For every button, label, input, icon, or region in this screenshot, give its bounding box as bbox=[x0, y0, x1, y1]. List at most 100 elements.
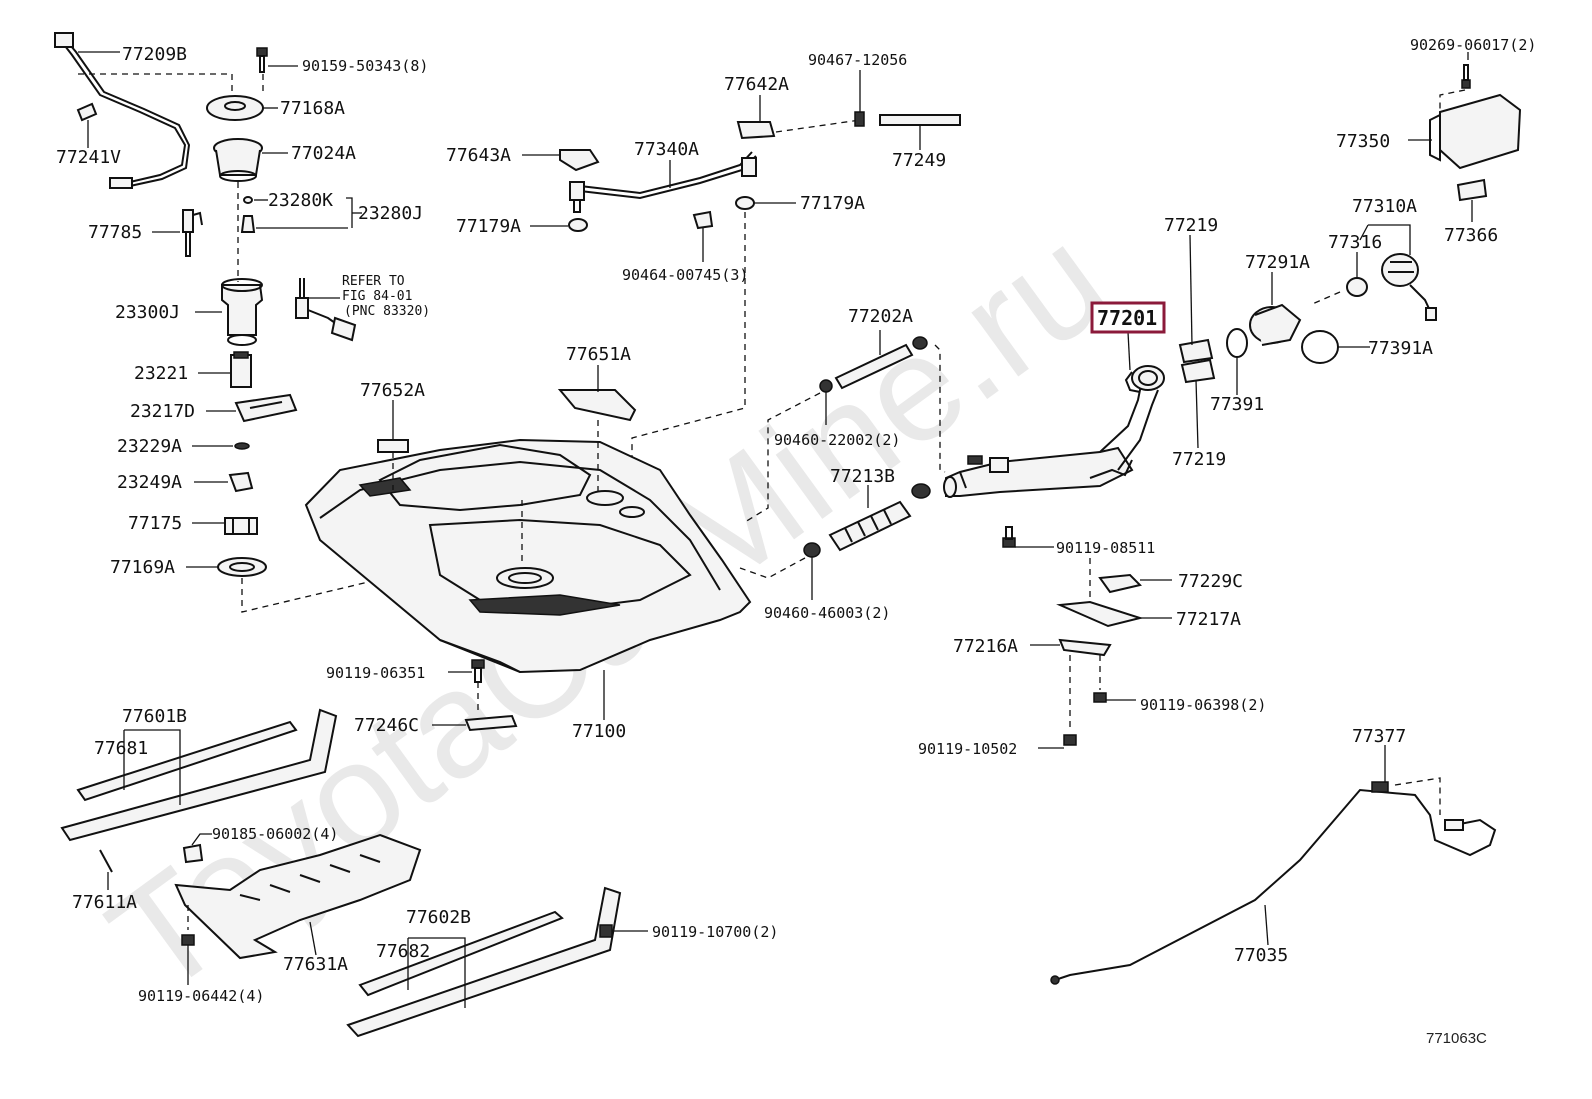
label-77681[interactable]: 77681 bbox=[94, 738, 148, 759]
bolt-90119-06398 bbox=[1093, 692, 1107, 703]
label-77219-top[interactable]: 77219 bbox=[1164, 215, 1218, 236]
label-77601B[interactable]: 77601B bbox=[122, 706, 187, 727]
label-23300J[interactable]: 23300J bbox=[115, 302, 180, 323]
label-77201[interactable]: 77201 bbox=[1097, 306, 1157, 330]
label-77229C[interactable]: 77229C bbox=[1178, 571, 1243, 592]
hose-77249 bbox=[879, 114, 961, 126]
label-77366[interactable]: 77366 bbox=[1444, 225, 1498, 246]
vent-valve-77643A bbox=[559, 149, 600, 172]
label-77175[interactable]: 77175 bbox=[128, 513, 182, 534]
retainer-77175 bbox=[224, 517, 258, 535]
filler-neck-77291A bbox=[1249, 303, 1302, 346]
screw-90159 bbox=[256, 47, 268, 73]
label-77316[interactable]: 77316 bbox=[1328, 232, 1382, 253]
pin-77611A bbox=[99, 849, 113, 873]
bracket-77217A bbox=[1056, 600, 1144, 628]
label-77169A[interactable]: 77169A bbox=[110, 557, 175, 578]
grommet-77179A-left bbox=[568, 218, 588, 232]
label-77631A[interactable]: 77631A bbox=[283, 954, 348, 975]
label-23249A[interactable]: 23249A bbox=[117, 472, 182, 493]
label-90460-22002[interactable]: 90460-22002(2) bbox=[774, 431, 900, 449]
clamp-90460-22002 bbox=[819, 379, 833, 393]
label-90119-06398[interactable]: 90119-06398(2) bbox=[1140, 696, 1266, 714]
label-77179A-left[interactable]: 77179A bbox=[456, 216, 521, 237]
o-ring-23280K bbox=[243, 196, 253, 204]
label-90119-10700[interactable]: 90119-10700(2) bbox=[652, 923, 778, 941]
bracket-77229C bbox=[1098, 573, 1142, 594]
label-77179A-right[interactable]: 77179A bbox=[800, 193, 865, 214]
clamp-77246C bbox=[464, 714, 518, 732]
retainer-23229A bbox=[234, 442, 250, 450]
label-90119-06442[interactable]: 90119-06442(4) bbox=[138, 987, 264, 1005]
fuel-tank-77100 bbox=[304, 438, 752, 674]
label-77350[interactable]: 77350 bbox=[1336, 131, 1390, 152]
clip-90185 bbox=[182, 843, 204, 864]
label-77219-bottom[interactable]: 77219 bbox=[1172, 449, 1226, 470]
label-23280J[interactable]: 23280J bbox=[358, 203, 423, 224]
label-77216A[interactable]: 77216A bbox=[953, 636, 1018, 657]
label-77168A[interactable]: 77168A bbox=[280, 98, 345, 119]
label-77100[interactable]: 77100 bbox=[572, 721, 626, 742]
label-90119-08511[interactable]: 90119-08511 bbox=[1056, 539, 1155, 557]
clamp-90464 bbox=[692, 210, 714, 230]
label-90119-06351[interactable]: 90119-06351 bbox=[326, 664, 425, 682]
label-23217D[interactable]: 23217D bbox=[130, 401, 195, 422]
label-90464-00745[interactable]: 90464-00745(3) bbox=[622, 266, 748, 284]
label-90460-46003[interactable]: 90460-46003(2) bbox=[764, 604, 890, 622]
bolt-90119-10502 bbox=[1063, 734, 1077, 746]
label-77602B[interactable]: 77602B bbox=[406, 907, 471, 928]
bolt-90119-08511 bbox=[1002, 526, 1016, 548]
valve-body-right bbox=[741, 157, 757, 177]
label-77391[interactable]: 77391 bbox=[1210, 394, 1264, 415]
highlight-box-77201[interactable] bbox=[1090, 301, 1166, 334]
valve-body-left bbox=[569, 181, 585, 213]
label-90159-50343[interactable]: 90159-50343(8) bbox=[302, 57, 428, 75]
label-23221[interactable]: 23221 bbox=[134, 363, 188, 384]
bolt-90119-10700 bbox=[599, 924, 613, 938]
label-77682[interactable]: 77682 bbox=[376, 941, 430, 962]
label-77785[interactable]: 77785 bbox=[88, 222, 142, 243]
grommet-77219-b bbox=[1180, 358, 1216, 384]
refer-note-line2: FIG 84-01 bbox=[342, 289, 412, 304]
fuel-pump-23221 bbox=[230, 351, 252, 388]
clamp-upper-filler bbox=[911, 483, 931, 499]
clip-77241V bbox=[76, 102, 98, 122]
label-77651A[interactable]: 77651A bbox=[566, 344, 631, 365]
label-77643A[interactable]: 77643A bbox=[446, 145, 511, 166]
label-77340A[interactable]: 77340A bbox=[634, 139, 699, 160]
label-77642A[interactable]: 77642A bbox=[724, 74, 789, 95]
label-77611A[interactable]: 77611A bbox=[72, 892, 137, 913]
band-77602B bbox=[346, 886, 622, 1038]
filler-pipe-77201 bbox=[943, 365, 1165, 498]
protector-77652A bbox=[377, 439, 409, 453]
sender-gauge-wire bbox=[54, 32, 191, 189]
label-77217A[interactable]: 77217A bbox=[1176, 609, 1241, 630]
label-77035[interactable]: 77035 bbox=[1234, 945, 1288, 966]
valve-23280 bbox=[240, 215, 256, 233]
label-23280K[interactable]: 23280K bbox=[268, 190, 333, 211]
gasket-77391A bbox=[1301, 330, 1339, 364]
gasket-77169A bbox=[217, 557, 267, 577]
label-77652A[interactable]: 77652A bbox=[360, 380, 425, 401]
label-77202A[interactable]: 77202A bbox=[848, 306, 913, 327]
pump-harness-connector bbox=[295, 278, 357, 342]
label-90119-10502[interactable]: 90119-10502 bbox=[918, 740, 1017, 758]
label-77209B[interactable]: 77209B bbox=[122, 44, 187, 65]
label-77024A[interactable]: 77024A bbox=[291, 143, 356, 164]
label-77377[interactable]: 77377 bbox=[1352, 726, 1406, 747]
label-77310A[interactable]: 77310A bbox=[1352, 196, 1417, 217]
label-77249[interactable]: 77249 bbox=[892, 150, 946, 171]
protector-77631A bbox=[174, 833, 422, 960]
label-23229A[interactable]: 23229A bbox=[117, 436, 182, 457]
cushion-23249A bbox=[228, 471, 254, 493]
label-90185-06002[interactable]: 90185-06002(4) bbox=[212, 825, 338, 843]
label-77213B[interactable]: 77213B bbox=[830, 466, 895, 487]
label-77291A[interactable]: 77291A bbox=[1245, 252, 1310, 273]
label-77246C[interactable]: 77246C bbox=[354, 715, 419, 736]
breather-hose-77202A bbox=[834, 343, 914, 390]
label-90467-12056[interactable]: 90467-12056 bbox=[808, 51, 907, 69]
label-90269-06017[interactable]: 90269-06017(2) bbox=[1410, 36, 1536, 54]
label-77391A[interactable]: 77391A bbox=[1368, 338, 1433, 359]
label-77241V[interactable]: 77241V bbox=[56, 147, 121, 168]
